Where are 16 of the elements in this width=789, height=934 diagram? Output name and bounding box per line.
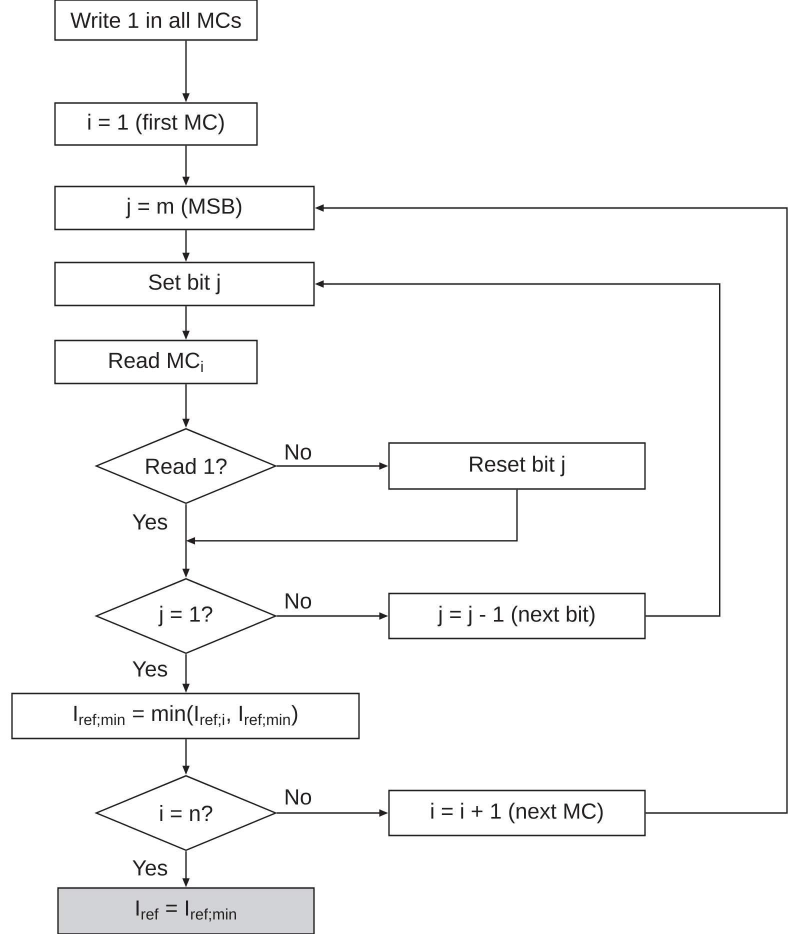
process-box: Read MC$_{i}$ (54, 340, 258, 384)
process-box: Write 1 in all MCs (54, 0, 258, 41)
edge-label: No (286, 593, 312, 609)
process-box: I$_{ref}$ = I$_{ref;min}$ (57, 887, 315, 934)
process-box: Reset bit j (388, 442, 646, 490)
edge-label: Yes (132, 514, 168, 530)
edge-label: Yes (132, 860, 168, 876)
process-box: i = i + 1 (next MC) (388, 790, 646, 836)
edge-label: Yes (132, 661, 168, 677)
process-box: I$_{ref;min}$ = min(I$_{ref;i}$, I$_{ref;min}$) (11, 692, 360, 740)
process-box: Set bit j (54, 262, 315, 306)
process-box: j = j - 1 (next bit) (388, 592, 646, 640)
process-box: j = m (MSB) (54, 186, 315, 230)
edge-label: No (286, 444, 312, 460)
process-box: i = 1 (first MC) (54, 102, 258, 146)
edge-label: No (286, 789, 312, 805)
